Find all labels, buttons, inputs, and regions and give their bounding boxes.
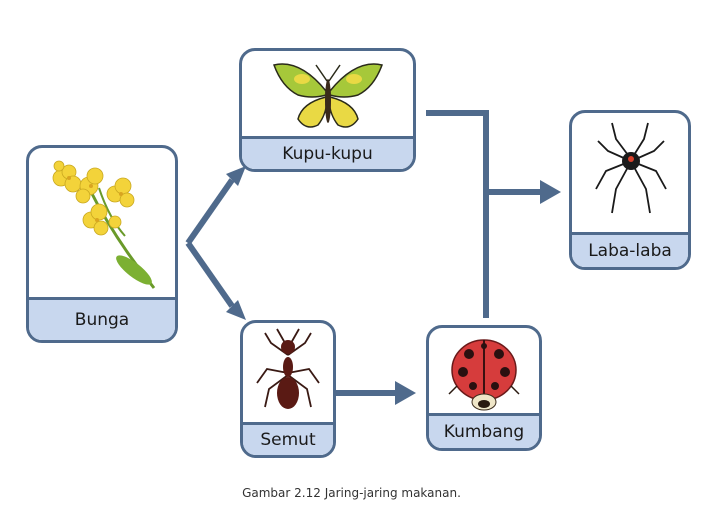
node-label-semut: Semut xyxy=(243,422,333,455)
ant-icon xyxy=(256,328,320,409)
node-label-kumbang: Kumbang xyxy=(429,413,539,448)
butterfly-icon xyxy=(273,63,383,128)
flower-icon xyxy=(52,160,156,289)
arrowhead-laba xyxy=(540,180,561,204)
node-semut: Semut xyxy=(240,320,336,458)
node-bunga: Bunga xyxy=(26,145,178,343)
node-label-kupu-kupu: Kupu-kupu xyxy=(242,136,413,169)
arrow-bunga-to-semut xyxy=(185,241,235,308)
arrowhead-kumbang xyxy=(395,381,416,405)
node-kupu-kupu: Kupu-kupu xyxy=(239,48,416,172)
arrow-bunga-to-kupu xyxy=(185,178,235,245)
node-laba-laba: Laba-laba xyxy=(569,110,691,270)
arrowhead-kupu xyxy=(226,166,246,186)
spider-icon xyxy=(595,122,667,214)
arrowhead-semut xyxy=(226,300,246,320)
node-kumbang: Kumbang xyxy=(426,325,542,451)
node-label-bunga: Bunga xyxy=(29,297,175,340)
node-label-laba-laba: Laba-laba xyxy=(572,232,688,267)
figure-caption: Gambar 2.12 Jaring-jaring makanan. xyxy=(242,486,461,500)
ladybug-icon xyxy=(448,339,520,411)
connector-kupu xyxy=(426,110,489,192)
